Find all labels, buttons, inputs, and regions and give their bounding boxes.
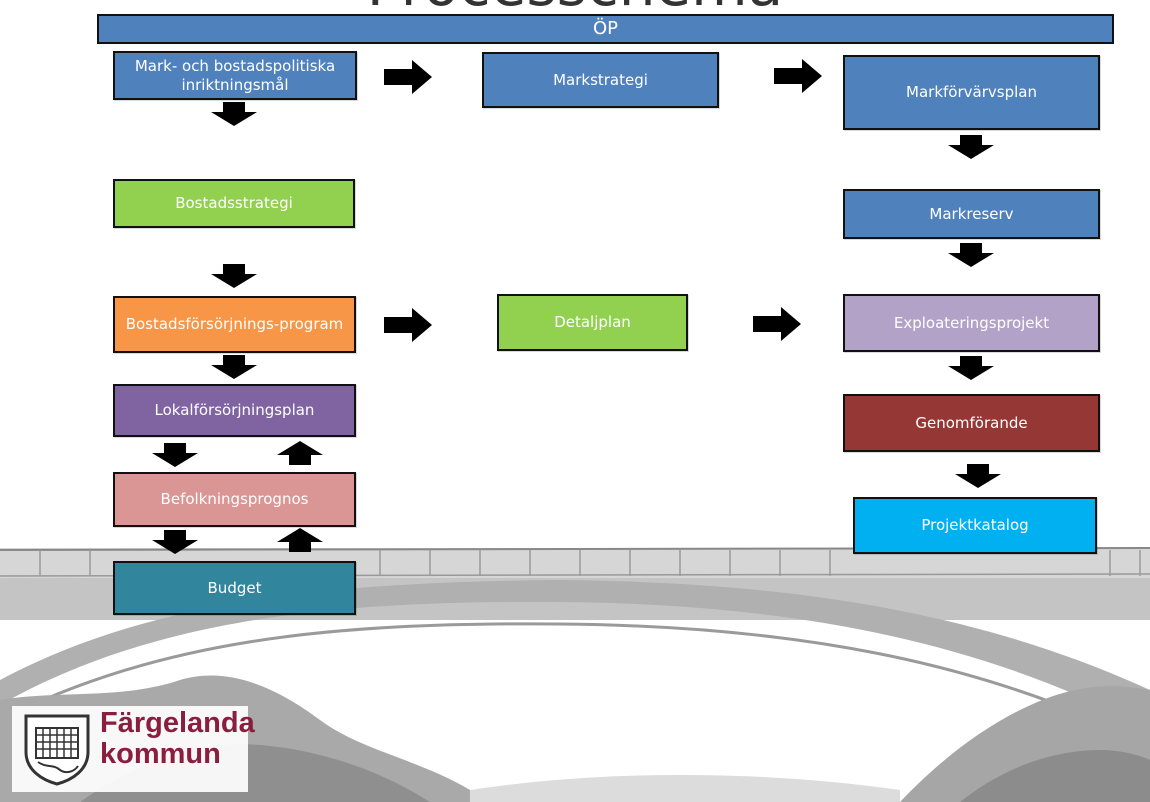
arrow-up-icon bbox=[277, 441, 323, 465]
box-befolkningsprognos: Befolkningsprognos bbox=[113, 472, 356, 527]
arrow-right-icon bbox=[753, 307, 801, 341]
box-genomforande: Genomförande bbox=[843, 394, 1100, 452]
logo-line-2: kommun bbox=[100, 738, 221, 770]
fargelanda-logo: Färgelanda kommun bbox=[12, 706, 255, 792]
box-budget: Budget bbox=[113, 561, 356, 615]
box-bostadsstrategi: Bostadsstrategi bbox=[113, 179, 355, 228]
logo-text: Färgelanda kommun bbox=[100, 708, 255, 770]
logo-line-1: Färgelanda bbox=[100, 707, 255, 739]
box-bostadsforsorjningsprogram: Bostadsförsörjnings-program bbox=[113, 296, 356, 353]
arrow-down-icon bbox=[211, 264, 257, 288]
box-mark-bostad: Mark- och bostadspolitiska inriktningsmå… bbox=[113, 51, 357, 100]
box-markforvarvsplan: Markförvärvsplan bbox=[843, 55, 1100, 130]
box-markstrategi: Markstrategi bbox=[482, 52, 719, 108]
arrow-right-icon bbox=[774, 59, 822, 93]
arrow-down-icon bbox=[948, 135, 994, 159]
arrow-down-icon bbox=[948, 356, 994, 380]
box-projektkatalog: Projektkatalog bbox=[853, 497, 1097, 554]
box-exploateringsprojekt: Exploateringsprojekt bbox=[843, 294, 1100, 352]
page-title: Processchema bbox=[0, 0, 1150, 14]
op-bar: ÖP bbox=[97, 14, 1114, 44]
arrow-down-icon bbox=[948, 243, 994, 267]
arrow-down-icon bbox=[152, 530, 198, 554]
arrow-down-icon bbox=[152, 443, 198, 467]
arrow-down-icon bbox=[211, 355, 257, 379]
arrow-right-icon bbox=[384, 60, 432, 94]
municipal-shield-icon bbox=[24, 714, 90, 786]
arrow-down-icon bbox=[211, 102, 257, 126]
box-lokalforsorjningsplan: Lokalförsörjningsplan bbox=[113, 384, 356, 437]
arrow-right-icon bbox=[384, 308, 432, 342]
arrow-down-icon bbox=[955, 464, 1001, 488]
arrow-up-icon bbox=[277, 528, 323, 552]
box-markreserv: Markreserv bbox=[843, 189, 1100, 239]
box-detaljplan: Detaljplan bbox=[497, 294, 688, 351]
